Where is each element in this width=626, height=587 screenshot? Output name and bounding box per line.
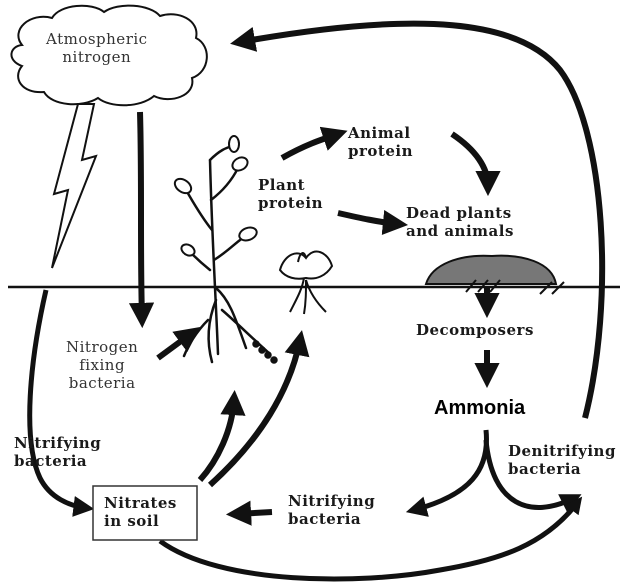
nitrifying-to-nitrates-arrow <box>236 512 272 514</box>
nitrifying-bacteria-left-label: Nitrifying bacteria <box>14 434 101 470</box>
nitrates-in-soil-label: Nitrates in soil <box>104 494 177 530</box>
nitrifying-bacteria-bottom-label: Nitrifying bacteria <box>288 492 375 528</box>
plant-to-animal-arrow <box>282 134 338 158</box>
lightning-icon <box>52 104 96 268</box>
decomposers-label: Decomposers <box>416 321 534 339</box>
nitrogen-fixing-bacteria-label: Nitrogen fixing bacteria <box>66 338 138 392</box>
nitrification-left-arrow <box>30 290 86 508</box>
dead-matter-mound-icon <box>426 256 556 284</box>
root-nodule-icon <box>253 341 277 363</box>
nitrates-to-plant-arrow-2 <box>210 340 300 485</box>
denitrifying-bacteria-label: Denitrifying bacteria <box>508 442 616 478</box>
bacteria-to-roots-arrow <box>158 333 192 358</box>
plant-to-dead-arrow <box>338 213 398 224</box>
animal-protein-label: Animal protein <box>348 124 413 160</box>
ammonia-label: Ammonia <box>434 397 525 419</box>
fixation-arrow <box>140 112 142 318</box>
seedling-icon <box>280 252 332 314</box>
dead-plants-and-animals-label: Dead plants and animals <box>406 204 514 240</box>
atmospheric-nitrogen-label: Atmospheric nitrogen <box>46 30 148 66</box>
plant-protein-label: Plant protein <box>258 176 323 212</box>
animal-to-dead-arrow <box>452 134 488 186</box>
ammonia-to-nitrifying-arrow <box>414 430 486 510</box>
